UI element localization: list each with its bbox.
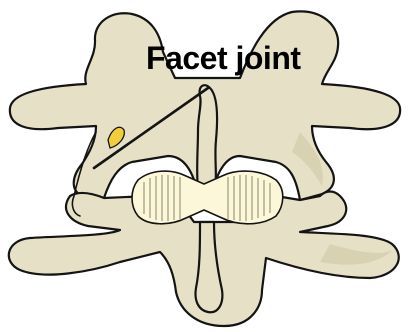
- facet-joint-label: Facet joint: [146, 40, 301, 76]
- spinous-process-upper: [197, 85, 217, 190]
